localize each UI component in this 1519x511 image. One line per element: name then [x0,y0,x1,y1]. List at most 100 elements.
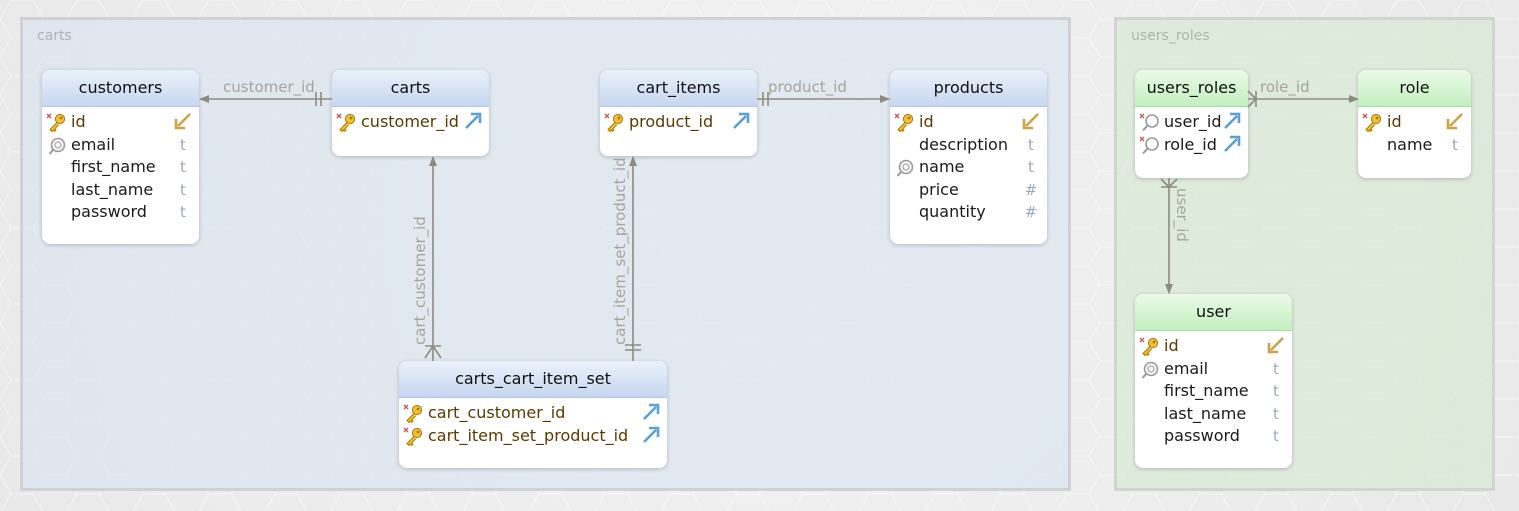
column-type-icon [463,111,483,138]
column-type-icon [731,111,751,138]
column-row[interactable]: password t [1135,425,1292,448]
column-name: cart_customer_id [428,403,566,422]
blue-arrow-icon [1224,112,1241,129]
column-name: password [1164,426,1240,445]
column-type: t [180,203,186,221]
column-type: t [1273,427,1279,445]
table-cart-items-title: cart_items [600,70,757,107]
column-row[interactable]: quantity# [890,201,1047,224]
table-customers-title: customers [42,70,199,107]
table-cart-items[interactable]: cart_items product_id [600,70,757,156]
table-user-title: user [1135,294,1292,331]
column-type: t [180,180,186,199]
primary-key-icon [604,113,626,133]
column-row[interactable]: product_id [600,111,757,134]
column-row[interactable]: role_id [1135,134,1248,157]
blue-arrow-icon [1224,135,1241,152]
blue-arrow-icon [465,112,482,129]
gold-arrow-icon [1267,337,1284,354]
column-type: t [1273,359,1279,378]
column-type: t [1028,158,1034,176]
column-type: # [1024,180,1038,199]
column-type: t [180,135,186,154]
table-carts[interactable]: carts customer_id [332,70,489,156]
column-row[interactable]: customer_id [332,111,489,134]
column-type-icon [1266,335,1286,362]
column-name: first_name [1164,381,1249,400]
blue-arrow-icon [733,112,750,129]
column-row[interactable]: email t [1135,358,1292,381]
column-name: last_name [1164,403,1247,423]
unique-index-icon [894,158,916,178]
group-carts-label: carts [37,28,72,44]
column-row[interactable]: cart_item_set_product_id [399,425,667,448]
column-name: user_id [1164,112,1222,131]
column-name: name [919,157,965,176]
column-name: email [1164,358,1209,378]
column-row[interactable]: first_name t [1135,380,1292,403]
primary-key-icon [46,113,68,133]
column-type: t [1273,382,1279,400]
column-type: # [1024,203,1038,221]
column-row[interactable]: user_id [1135,111,1248,134]
primary-key-icon [1139,337,1161,357]
column-name: first_name [71,157,156,176]
column-type: t [1452,135,1458,154]
table-products-title: products [890,70,1047,107]
group-users-roles-label: users_roles [1131,28,1210,44]
column-row[interactable]: price # [890,179,1047,202]
column-row[interactable]: id [42,111,199,134]
column-row[interactable]: cart_customer_id [399,402,667,425]
blue-arrow-icon [643,426,660,443]
primary-key-icon [403,427,425,447]
column-row[interactable]: id [1358,111,1471,134]
table-users-roles[interactable]: users_roles user_id role_id [1135,70,1248,178]
column-name: id [919,112,934,131]
column-type: t [1273,404,1279,423]
column-row[interactable]: email t [42,134,199,157]
column-name: name [1387,134,1433,154]
table-users-roles-title: users_roles [1135,70,1248,107]
search-index-icon [1139,113,1161,133]
column-type-icon [1445,111,1465,138]
primary-key-icon [894,113,916,133]
table-carts-title: carts [332,70,489,107]
column-name: description [919,134,1008,154]
column-row[interactable]: id [890,111,1047,134]
column-row[interactable]: name t [890,156,1047,179]
gold-arrow-icon [1022,113,1039,130]
column-type-icon [1021,111,1041,138]
column-name: price [919,179,959,199]
primary-key-icon [336,113,358,133]
primary-key-icon [403,404,425,424]
column-row[interactable]: id [1135,335,1292,358]
column-name: last_name [71,179,154,199]
column-row[interactable]: last_name t [1135,403,1292,426]
search-index-icon [1139,136,1161,156]
column-name: id [1387,112,1402,131]
unique-index-icon [46,136,68,156]
gold-arrow-icon [174,113,191,130]
column-name: role_id [1164,134,1217,154]
column-type-icon [1222,111,1242,138]
column-row[interactable]: last_name t [42,179,199,202]
column-name: product_id [629,112,714,131]
gold-arrow-icon [1446,113,1463,130]
table-role-title: role [1358,70,1471,107]
column-type-icon [1222,134,1242,161]
column-name: email [71,134,116,154]
column-type-icon [641,425,661,452]
column-name: customer_id [361,112,459,131]
column-type-icon [641,402,661,429]
table-carts-cart-item-set-title: carts_cart_item_set [399,361,667,398]
column-name: cart_item_set_product_id [428,425,629,445]
